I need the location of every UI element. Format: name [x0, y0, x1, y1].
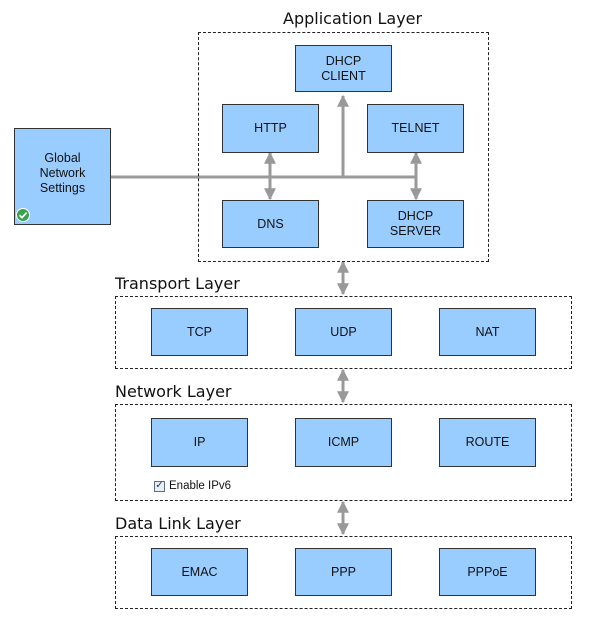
- pppoe-label: PPPoE: [467, 564, 508, 579]
- ppp-label: PPP: [330, 564, 356, 579]
- nat-label: NAT: [475, 324, 500, 339]
- network-layer-title: Network Layer: [115, 382, 232, 401]
- check-circle-icon: [16, 208, 30, 222]
- udp-label: UDP: [330, 324, 357, 339]
- dns-label: DNS: [257, 216, 284, 231]
- ip-label: IP: [193, 435, 206, 449]
- transport-layer-title: Transport Layer: [115, 274, 240, 293]
- tcp-label: TCP: [187, 324, 212, 339]
- global-network-settings-box[interactable]: Global Network Settings: [14, 128, 111, 225]
- dhcp-server-label: DHCP SERVER: [389, 209, 442, 238]
- enable-ipv6-checkbox[interactable]: ✓: [154, 480, 165, 492]
- icmp-module[interactable]: ICMP: [295, 418, 392, 467]
- datalink-layer-box: [115, 536, 572, 609]
- transport-layer-box: [115, 296, 572, 369]
- datalink-layer-title: Data Link Layer: [115, 514, 241, 533]
- emac-label: EMAC: [181, 564, 218, 579]
- http-module[interactable]: HTTP: [222, 104, 319, 153]
- route-module[interactable]: ROUTE: [439, 418, 536, 467]
- global-network-settings-label: Global Network Settings: [39, 151, 86, 195]
- dhcp-server-module[interactable]: DHCP SERVER: [367, 200, 464, 248]
- enable-ipv6-option[interactable]: ✓ Enable IPv6: [154, 480, 231, 492]
- nat-module[interactable]: NAT: [439, 308, 536, 356]
- dhcp-client-module[interactable]: DHCP CLIENT: [295, 45, 392, 92]
- dhcp-client-label: DHCP CLIENT: [321, 53, 366, 83]
- route-label: ROUTE: [465, 435, 510, 449]
- emac-module[interactable]: EMAC: [151, 548, 248, 596]
- pppoe-module[interactable]: PPPoE: [439, 548, 536, 596]
- ppp-module[interactable]: PPP: [295, 548, 392, 596]
- icmp-label: ICMP: [327, 435, 360, 449]
- ip-module[interactable]: IP: [151, 418, 248, 467]
- telnet-label: TELNET: [391, 121, 440, 135]
- tcp-module[interactable]: TCP: [151, 308, 248, 356]
- telnet-module[interactable]: TELNET: [367, 104, 464, 153]
- udp-module[interactable]: UDP: [295, 308, 392, 356]
- application-layer-box: [198, 32, 489, 262]
- network-layer-box: [115, 404, 572, 501]
- dns-module[interactable]: DNS: [222, 200, 319, 248]
- enable-ipv6-label: Enable IPv6: [169, 480, 232, 492]
- http-label: HTTP: [254, 121, 287, 135]
- application-layer-title: Application Layer: [283, 9, 423, 28]
